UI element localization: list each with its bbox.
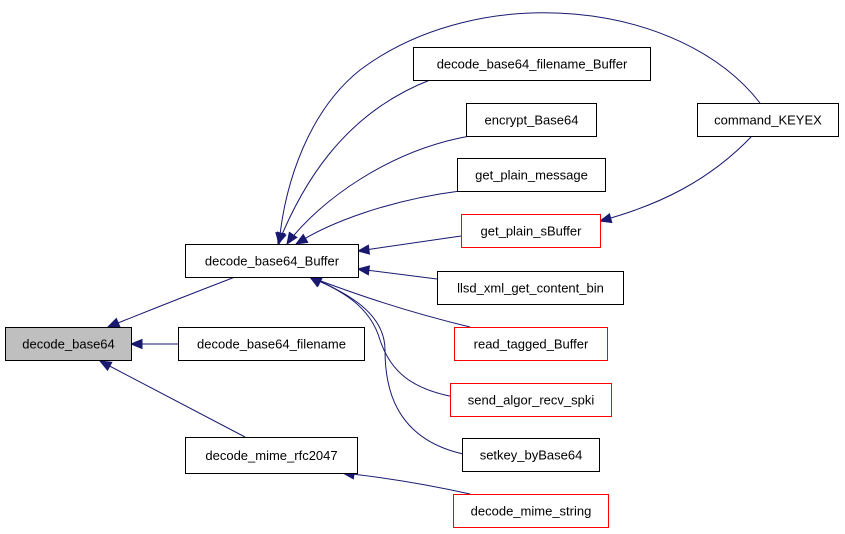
node-label: get_plain_sBuffer: [481, 224, 583, 239]
edge-line: [107, 276, 236, 328]
node-box[interactable]: [453, 494, 609, 528]
node-label: llsd_xml_get_content_bin: [457, 281, 604, 296]
node-label: encrypt_Base64: [485, 113, 579, 128]
node-box[interactable]: [697, 103, 839, 137]
edge-line: [278, 12, 761, 245]
node-decode_base64[interactable]: decode_base64: [5, 327, 132, 361]
node-label: decode_base64_filename_Buffer: [437, 57, 628, 72]
edges-layer: [98, 12, 761, 495]
node-label: decode_mime_rfc2047: [205, 448, 337, 463]
node-label: send_algor_recv_spki: [468, 393, 595, 408]
node-box[interactable]: [413, 47, 651, 81]
node-box[interactable]: [437, 271, 624, 305]
node-label: decode_base64_Buffer: [205, 254, 340, 269]
edge-get_plain_sBuffer-to-decode_base64_Buffer: [356, 235, 462, 255]
node-decode_mime_string[interactable]: decode_mime_string: [453, 494, 609, 528]
node-label: decode_base64: [22, 337, 115, 352]
node-box[interactable]: [5, 327, 132, 361]
node-read_tagged_Buffer[interactable]: read_tagged_Buffer: [454, 327, 608, 361]
edge-line: [99, 360, 246, 438]
node-label: get_plain_message: [475, 168, 588, 183]
node-get_plain_message[interactable]: get_plain_message: [457, 158, 606, 192]
edge-get_plain_message-to-decode_base64_Buffer: [294, 190, 461, 245]
node-decode_base64_Buffer[interactable]: decode_base64_Buffer: [185, 244, 359, 278]
arrowhead-icon: [106, 317, 121, 328]
node-label: read_tagged_Buffer: [474, 337, 589, 352]
node-box[interactable]: [457, 158, 606, 192]
edge-llsd_xml_get_content_bin-to-decode_base64_Buffer: [356, 265, 438, 280]
arrowhead-icon: [129, 338, 143, 350]
arrowhead-icon: [286, 231, 298, 246]
edge-encrypt_Base64-to-decode_base64_Buffer: [286, 135, 471, 246]
node-box[interactable]: [185, 437, 358, 474]
node-label: decode_base64_filename: [197, 337, 346, 352]
arrowhead-icon: [98, 360, 113, 372]
node-box[interactable]: [178, 327, 365, 361]
node-label: command_KEYEX: [714, 113, 822, 128]
edge-line: [599, 135, 753, 222]
arrowhead-icon: [356, 244, 371, 255]
node-setkey_byBase64[interactable]: setkey_byBase64: [462, 438, 600, 472]
node-box[interactable]: [466, 103, 597, 137]
edge-line: [309, 276, 471, 328]
edge-command_KEYEX-to-decode_base64_Buffer: [275, 12, 761, 246]
edge-line: [295, 190, 461, 245]
node-box[interactable]: [454, 327, 608, 361]
edge-decode_base64_filename-to-decode_base64: [129, 338, 178, 350]
arrowhead-icon: [308, 276, 323, 288]
arrowhead-icon: [275, 231, 286, 246]
arrowhead-icon: [598, 212, 613, 224]
node-send_algor_recv_spki[interactable]: send_algor_recv_spki: [450, 383, 612, 417]
node-box[interactable]: [461, 214, 601, 248]
node-get_plain_sBuffer[interactable]: get_plain_sBuffer: [461, 214, 601, 248]
edge-line: [357, 235, 462, 252]
arrowhead-icon: [294, 233, 309, 245]
edge-line: [286, 135, 471, 245]
edge-line: [357, 268, 438, 280]
node-decode_mime_rfc2047[interactable]: decode_mime_rfc2047: [185, 437, 358, 474]
node-llsd_xml_get_content_bin[interactable]: llsd_xml_get_content_bin: [437, 271, 624, 305]
node-decode_base64_filename_Buffer[interactable]: decode_base64_filename_Buffer: [413, 47, 651, 81]
node-box[interactable]: [450, 383, 612, 417]
edge-decode_base64_Buffer-to-decode_base64: [106, 276, 236, 328]
edge-line: [309, 276, 469, 456]
node-box[interactable]: [462, 438, 600, 472]
edge-line: [277, 79, 431, 245]
node-box[interactable]: [185, 244, 359, 278]
edge-command_KEYEX-to-get_plain_sBuffer: [598, 135, 753, 224]
node-label: decode_mime_string: [471, 504, 592, 519]
arrowhead-icon: [356, 265, 371, 276]
edge-decode_mime_string-to-decode_mime_rfc2047: [341, 469, 471, 495]
node-command_KEYEX[interactable]: command_KEYEX: [697, 103, 839, 137]
edge-decode_mime_rfc2047-to-decode_base64: [98, 360, 246, 438]
node-encrypt_Base64[interactable]: encrypt_Base64: [466, 103, 597, 137]
edge-decode_base64_filename_Buffer-to-decode_base64_Buffer: [276, 79, 431, 246]
node-label: setkey_byBase64: [480, 448, 583, 463]
node-decode_base64_filename[interactable]: decode_base64_filename: [178, 327, 365, 361]
nodes-layer: decode_base64 decode_base64_Buffer decode_…: [5, 47, 839, 528]
edge-line: [342, 472, 471, 495]
